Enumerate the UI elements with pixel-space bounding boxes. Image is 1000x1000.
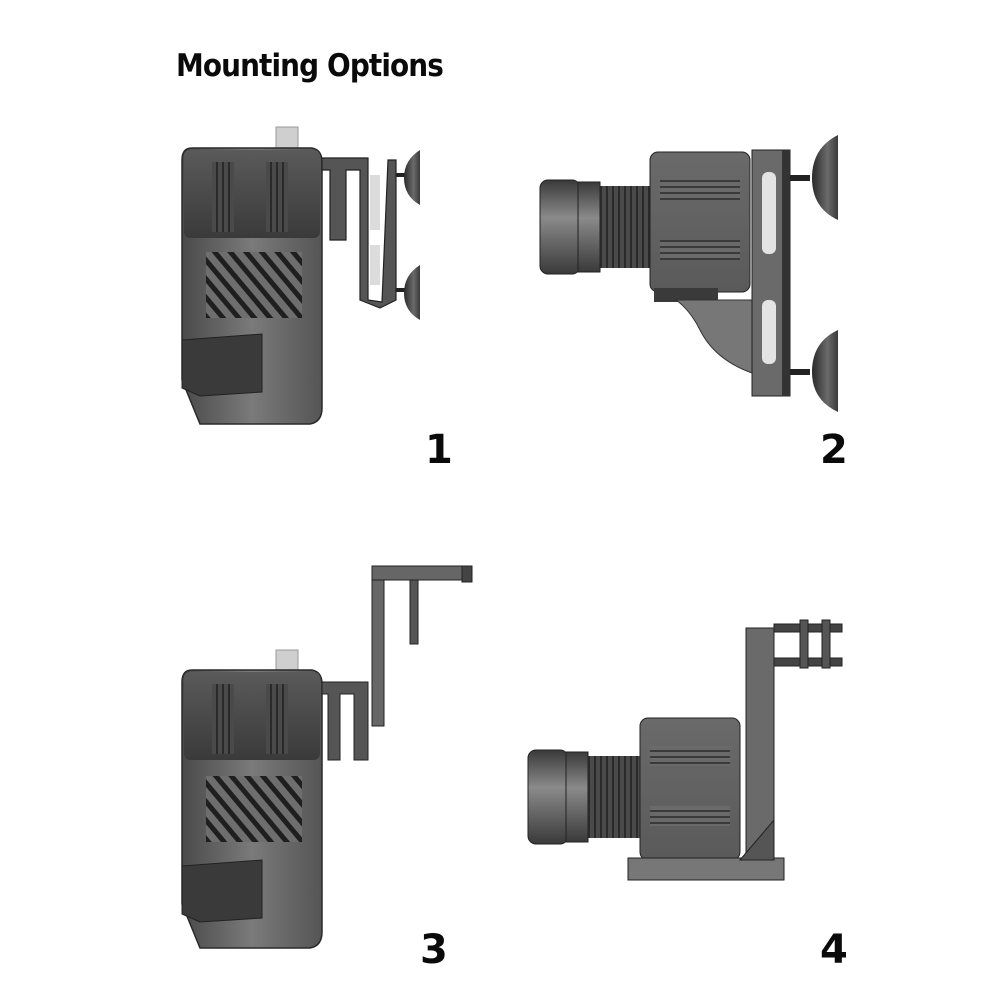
mounting-bracket <box>321 681 369 761</box>
outlet-port <box>181 859 263 923</box>
option-2-illustration <box>539 135 838 412</box>
suction-cup <box>396 265 420 320</box>
option-number-1: 1 <box>425 427 453 473</box>
nozzle-cylinder <box>539 179 581 275</box>
page-title: Mounting Options <box>176 48 444 84</box>
option-1-illustration <box>181 126 420 425</box>
motor-head <box>184 672 320 760</box>
nozzle-cylinder <box>527 749 569 845</box>
suction-cup <box>790 135 838 220</box>
clamp-screw <box>461 565 473 583</box>
base-plate <box>627 857 785 881</box>
suction-cup <box>790 330 838 412</box>
mounting-bracket <box>321 157 397 309</box>
outlet-nozzle <box>275 649 299 671</box>
outlet-nozzle <box>275 126 299 150</box>
motor-block <box>639 717 741 861</box>
hang-on-arm <box>371 565 385 727</box>
rotor-ribs <box>588 756 640 838</box>
option-number-2: 2 <box>820 427 848 473</box>
intake-grille <box>206 252 302 318</box>
motor-block <box>649 151 751 293</box>
intake-grille <box>206 776 302 842</box>
option-4-illustration <box>527 619 843 881</box>
suction-cup <box>396 150 420 205</box>
rotor-ribs <box>600 186 652 268</box>
motor-head <box>184 150 320 238</box>
option-number-4: 4 <box>820 927 848 973</box>
option-number-3: 3 <box>420 927 448 973</box>
outlet-port <box>181 333 263 397</box>
option-3-illustration <box>181 565 473 949</box>
